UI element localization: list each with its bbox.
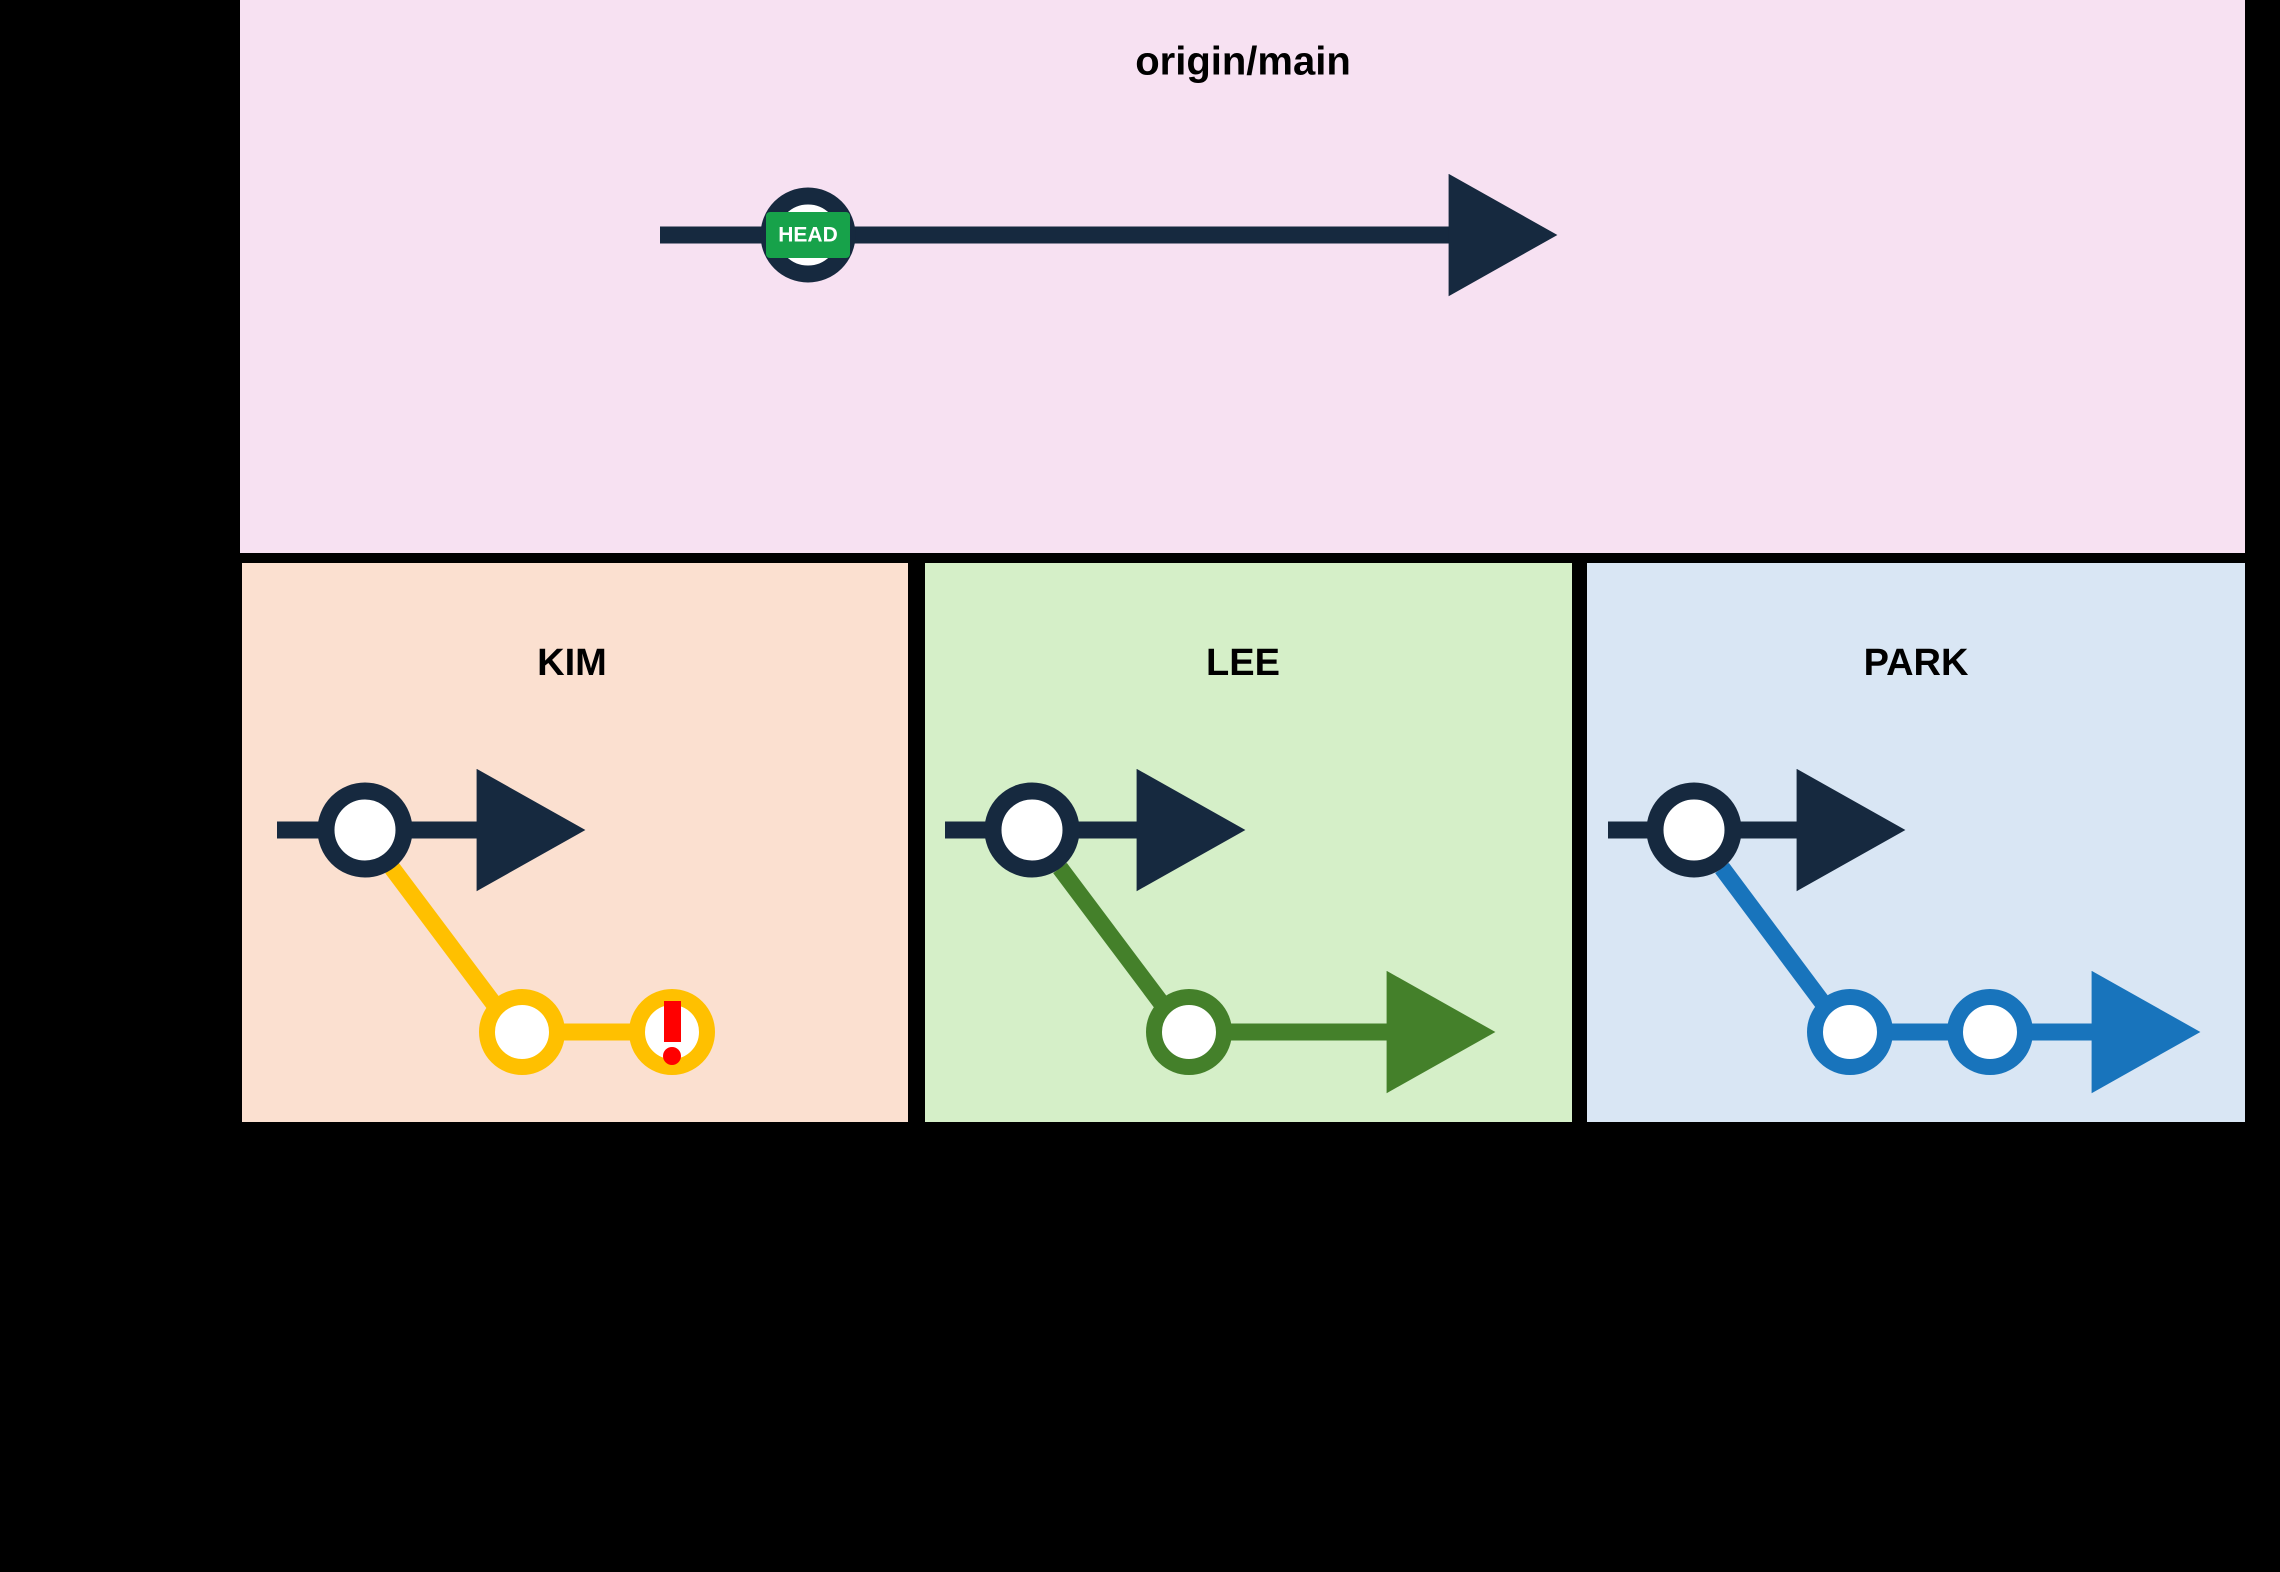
remote-head-commit-node[interactable]: HEAD bbox=[760, 187, 856, 283]
kim-base-commit-node[interactable] bbox=[317, 782, 413, 878]
remote-panel-title: origin/main bbox=[1135, 40, 1351, 84]
kim-branch-commit-node[interactable] bbox=[479, 989, 565, 1075]
head-badge-label: HEAD bbox=[778, 224, 838, 247]
park-branch-edge-diagonal bbox=[1715, 862, 1847, 1032]
commit-node-circle bbox=[1646, 782, 1742, 878]
commit-node-circle bbox=[479, 989, 565, 1075]
park-base-commit-node[interactable] bbox=[1646, 782, 1742, 878]
commit-node-circle bbox=[1807, 989, 1893, 1075]
kim-panel-title: KIM bbox=[537, 642, 607, 684]
developer-panel-kim[interactable]: KIM bbox=[242, 563, 908, 1122]
commit-node-circle bbox=[1146, 989, 1232, 1075]
exclamation-dot bbox=[663, 1047, 681, 1065]
commit-node-circle bbox=[984, 782, 1080, 878]
park-branch-commit-node-1[interactable] bbox=[1807, 989, 1893, 1075]
lee-panel-title: LEE bbox=[1206, 642, 1280, 684]
exclamation-bar bbox=[664, 1001, 681, 1042]
remote-panel[interactable]: origin/main HEAD bbox=[240, 0, 2245, 553]
park-branch-commit-node-2[interactable] bbox=[1947, 989, 2033, 1075]
park-panel-title: PARK bbox=[1864, 642, 1969, 684]
developer-panel-park[interactable]: PARK bbox=[1587, 563, 2245, 1122]
remote-panel-background bbox=[240, 0, 2245, 553]
lee-branch-commit-node[interactable] bbox=[1146, 989, 1232, 1075]
kim-conflict-warning-icon[interactable] bbox=[629, 989, 715, 1075]
developer-panel-lee[interactable]: LEE bbox=[925, 563, 1572, 1122]
commit-node-circle bbox=[1947, 989, 2033, 1075]
head-badge[interactable] bbox=[766, 212, 850, 258]
lee-base-commit-node[interactable] bbox=[984, 782, 1080, 878]
commit-node-circle bbox=[317, 782, 413, 878]
